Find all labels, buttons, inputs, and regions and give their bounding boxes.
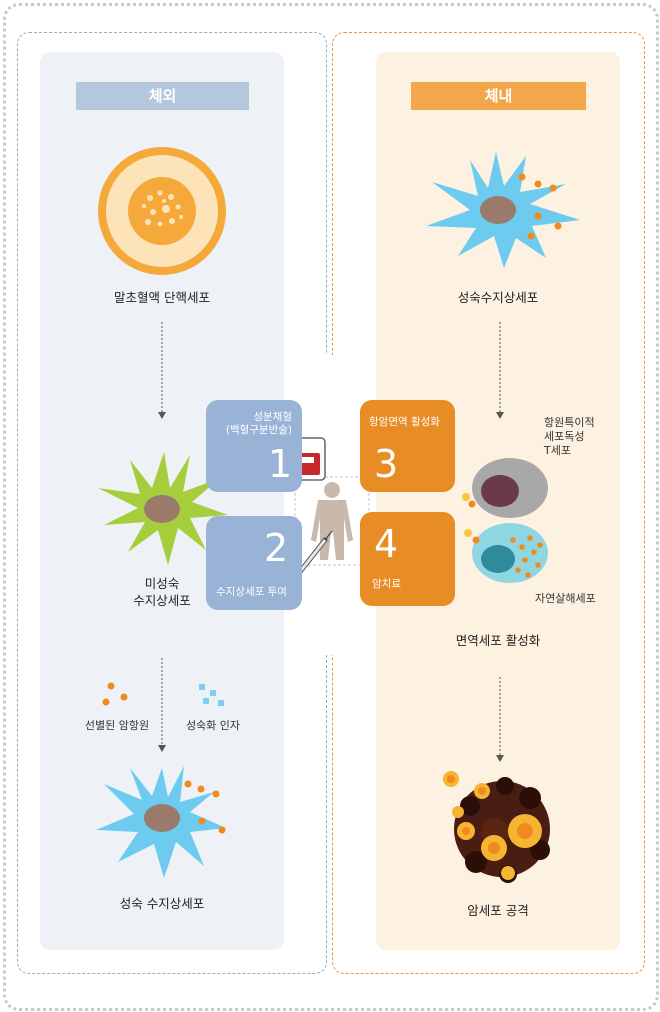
step-3-label: 항암면역 활성화 xyxy=(369,416,440,428)
nk-cell-label: 자연살해세포 xyxy=(535,592,596,605)
step-3-box: 항암면역 활성화 3 xyxy=(360,400,455,492)
maturation-factor-icon xyxy=(199,684,224,706)
selected-antigen-label: 선별된 암항원 xyxy=(84,719,150,732)
t-cell-label-line1: 항원특이적 xyxy=(544,416,595,429)
granule-icon xyxy=(462,493,480,544)
outer-frame xyxy=(3,3,659,1011)
step-2-box: 2 수지상세포 투여 xyxy=(206,516,302,610)
mature-dc-right-illustration xyxy=(426,152,580,268)
step-1-line1: 성분채혈 xyxy=(253,411,292,423)
mature-dc-left-label: 성숙 수지상세포 xyxy=(119,896,205,911)
human-figure-illustration xyxy=(294,476,370,566)
cancer-cell-illustration xyxy=(443,771,550,883)
step-2-label: 수지상세포 투여 xyxy=(216,586,287,598)
cancer-attack-label: 암세포 공격 xyxy=(467,903,529,918)
step-3-number: 3 xyxy=(374,442,399,486)
mature-dc-left-illustration xyxy=(96,766,226,878)
mature-dc-right-label: 성숙수지상세포 xyxy=(457,290,539,305)
step-4-label: 암치료 xyxy=(372,578,401,590)
monocyte-illustration xyxy=(98,147,226,275)
immature-dc-label-line1: 미성숙 xyxy=(144,576,180,591)
ex-vivo-header: 체외 xyxy=(76,82,249,110)
peripheral-monocyte-label: 말초혈액 단핵세포 xyxy=(114,290,210,305)
antigen-icon xyxy=(102,682,128,706)
step-4-number: 4 xyxy=(374,522,399,566)
immature-dc-label: 미성숙 수지상세포 xyxy=(90,575,234,609)
step-1-line2: (백혈구분반술) xyxy=(225,424,292,436)
immature-dc-illustration xyxy=(98,452,228,565)
t-cell-label-line2: 세포독성 xyxy=(544,430,585,443)
immune-activation-label: 면역세포 활성화 xyxy=(455,633,541,648)
t-cell-label-line3: T세포 xyxy=(544,444,571,457)
maturation-factor-label: 성숙화 인자 xyxy=(185,719,241,732)
immature-dc-label-line2: 수지상세포 xyxy=(133,593,191,608)
step-1-number: 1 xyxy=(268,442,293,486)
step-2-number: 2 xyxy=(264,526,289,570)
step-4-box: 4 암치료 xyxy=(360,512,455,606)
t-cell-label: 항원특이적 세포독성 T세포 xyxy=(544,416,614,458)
t-cell-illustration xyxy=(472,458,548,518)
nk-cell-illustration xyxy=(472,523,548,583)
step-1-box: 성분채혈 (백혈구분반술) 1 xyxy=(206,400,302,492)
in-vivo-header: 체내 xyxy=(411,82,586,110)
